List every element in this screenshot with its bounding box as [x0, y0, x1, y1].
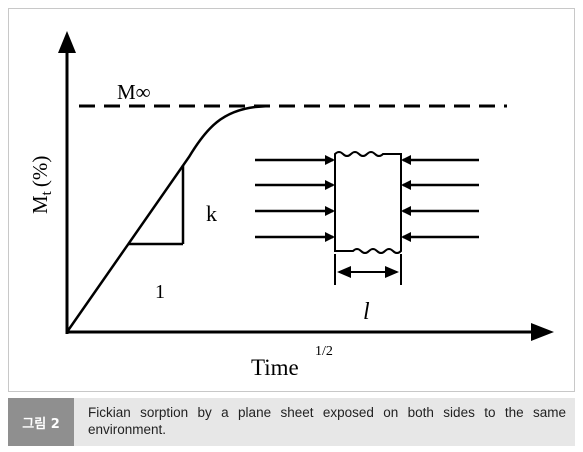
figure-frame: M∞ Mt (%) Time 1/2 k 1 l — [8, 8, 575, 392]
thickness-label: l — [363, 299, 370, 325]
right-flux-arrows — [401, 155, 479, 242]
y-axis-label: Mt (%) — [28, 156, 55, 214]
sorption-curve — [65, 104, 270, 333]
fickian-sorption-diagram: M∞ Mt (%) Time 1/2 k 1 l — [28, 31, 554, 380]
svg-text:Mt(%): Mt (%) — [28, 156, 55, 214]
figure-caption: 그림 2 Fickian sorption by a plane sheet e… — [8, 398, 575, 446]
slope-label: k — [206, 201, 217, 226]
thickness-dimension — [334, 254, 402, 285]
y-axis-label-main: M — [28, 195, 52, 214]
caption-text: Fickian sorption by a plane sheet expose… — [88, 405, 566, 437]
x-axis — [67, 323, 554, 341]
run-label: 1 — [155, 281, 165, 303]
left-flux-arrows — [255, 155, 335, 242]
figure-number-badge: 그림 2 — [8, 398, 74, 446]
x-axis-exponent: 1/2 — [315, 344, 333, 359]
slope-triangle — [128, 165, 185, 246]
y-axis-label-sub: t — [39, 190, 55, 195]
y-axis — [58, 31, 76, 334]
x-axis-label: Time — [251, 355, 299, 380]
plane-sheet — [334, 151, 402, 254]
y-axis-label-unit: (%) — [28, 156, 52, 187]
asymptote-label: M∞ — [117, 80, 151, 104]
